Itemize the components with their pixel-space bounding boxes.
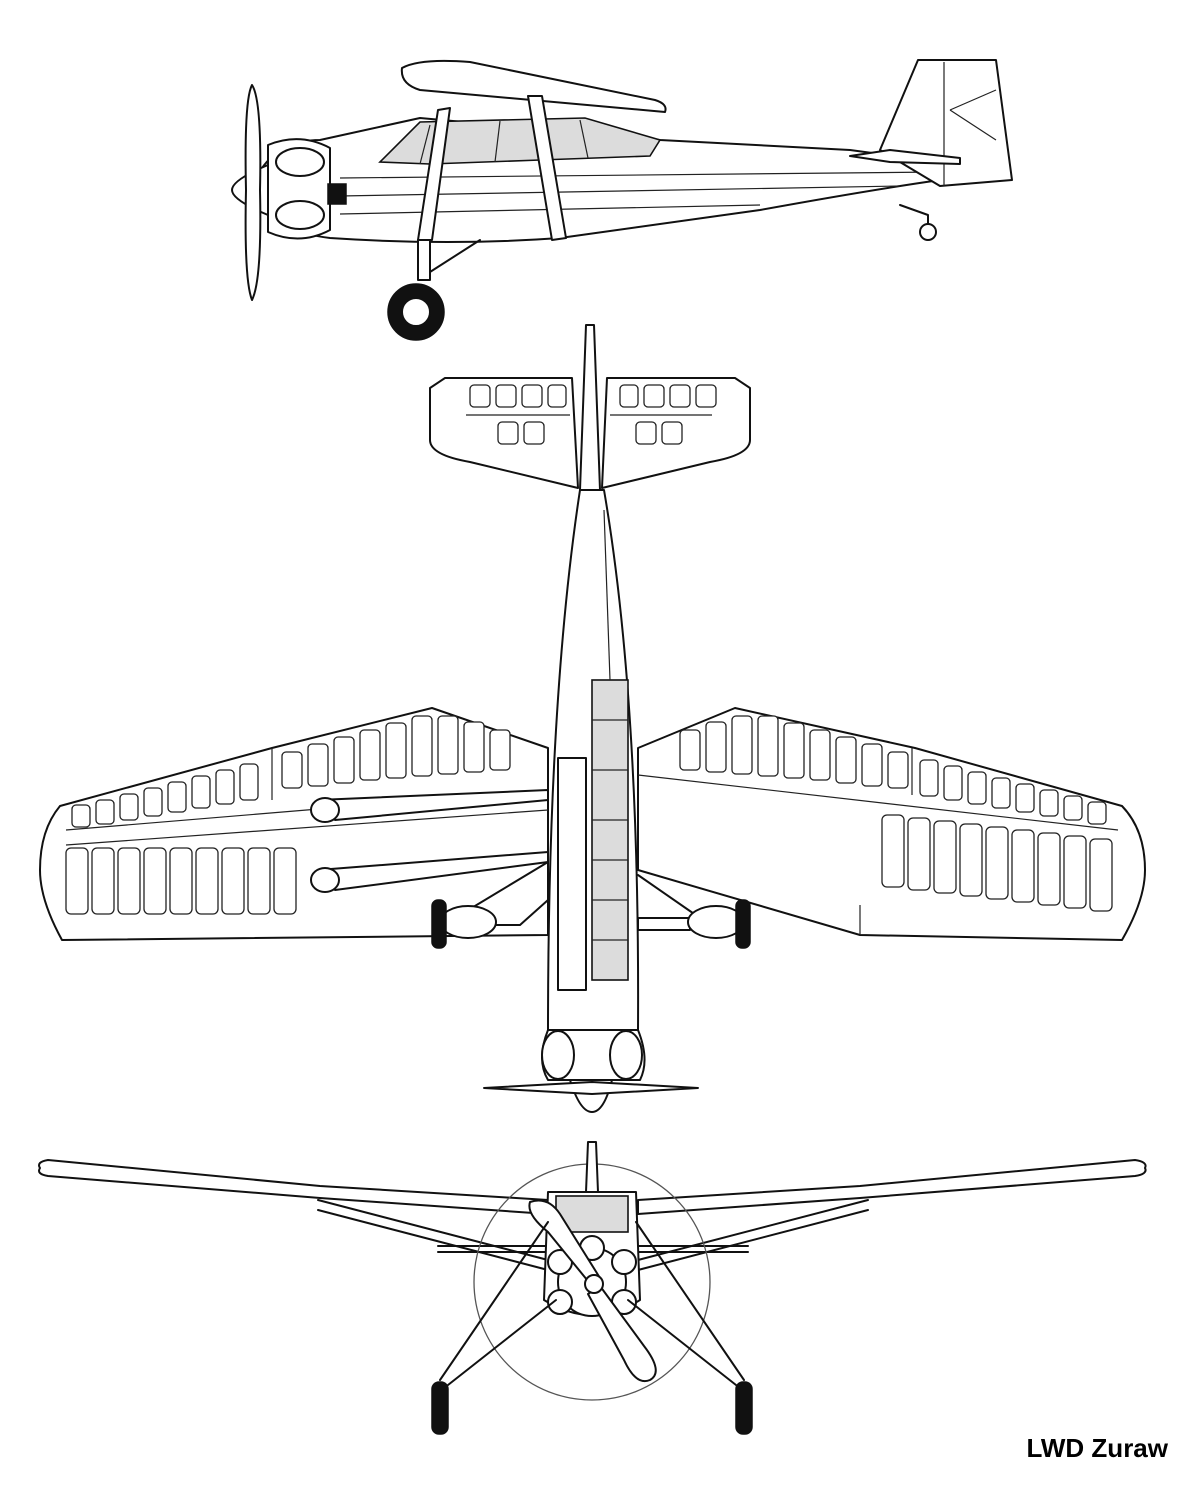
front-view	[38, 1141, 1147, 1435]
side-tailplane	[849, 149, 961, 165]
aircraft-caption: LWD Zuraw	[1026, 1433, 1168, 1463]
front-wing-left	[38, 1159, 549, 1215]
side-tail-wheel	[919, 223, 937, 241]
top-propeller	[483, 1081, 699, 1095]
top-view	[39, 324, 1146, 1113]
front-wing-right	[637, 1159, 1147, 1215]
front-main-wheel-right	[735, 1381, 753, 1435]
top-main-wheel-left	[431, 899, 447, 949]
side-front-strut	[417, 107, 451, 241]
side-view	[231, 59, 1013, 341]
side-rear-strut	[527, 95, 567, 241]
side-propeller	[244, 84, 262, 301]
top-main-wheel-right	[735, 899, 751, 949]
top-cabin-glazing	[591, 679, 629, 981]
side-wing	[400, 59, 667, 113]
front-main-wheel-left	[431, 1381, 449, 1435]
